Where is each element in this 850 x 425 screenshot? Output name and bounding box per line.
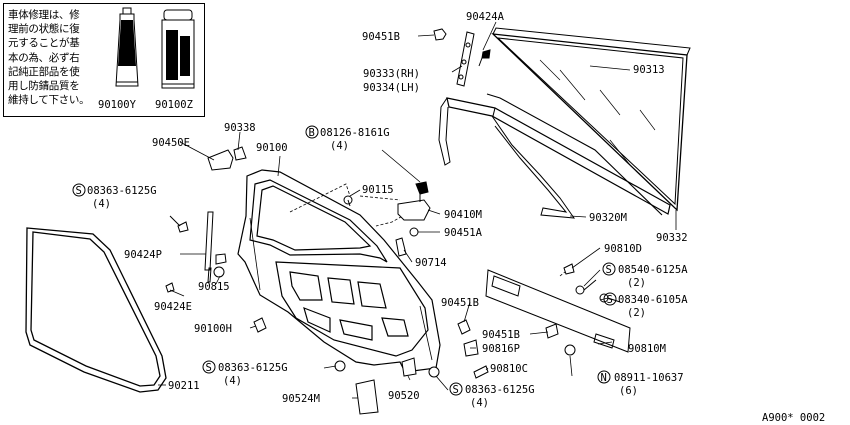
label-90451b-top: 90451B [362,31,400,43]
leader-lines [158,21,677,399]
label-08363-c-qty: (4) [470,397,489,409]
screw-lower-right [428,366,440,378]
prefix-s-3: S [607,294,613,306]
prefix-b: B [309,127,315,139]
label-90334: 90334(LH) [363,82,420,94]
label-08540: 08540-6125A [618,264,688,276]
product-code-90100Y: 90100Y [98,99,136,111]
part-90520 [401,357,417,377]
bolt-top [478,49,491,67]
label-90451a: 90451A [444,227,483,239]
clip-90338 [233,146,247,161]
prefix-s-2: S [606,264,612,276]
label-90100: 90100 [256,142,288,154]
label-90714: 90714 [415,257,447,269]
prefix-s-4: S [206,362,212,374]
label-90810m: 90810M [628,343,666,355]
prefix-s-5: S [453,384,459,396]
repair-note-text: 車体修理は、修理前の状態に復元することが基本の為、必ず右記純正部品を使用し防錆品… [8,8,118,107]
prefix-letters: B S S S S N S [76,127,613,396]
label-08363-b: 08363-6125G [218,362,288,374]
label-90320m: 90320M [589,212,627,224]
clip-90100H [253,317,267,333]
clip-90810D [563,263,575,275]
back-door-panel [237,169,441,373]
label-90333: 90333(RH) [363,68,420,80]
label-08363-a: 08363-6125G [87,185,157,197]
label-90451b-mid: 90451B [441,297,479,309]
product-code-90100Z: 90100Z [155,99,193,111]
note-line: 元することが基 [8,37,80,50]
clip-low [545,323,559,339]
note-line: 本の為、必ず右 [8,51,80,64]
nut-08911 [564,344,576,356]
rear-glass [491,27,691,212]
label-90810d: 90810D [604,243,642,255]
door-weatherstrip [25,227,167,393]
label-90211: 90211 [168,380,200,392]
screw-lower-left [334,360,346,372]
label-90338: 90338 [224,122,256,134]
note-line: 維持して下さい。 [8,94,90,107]
label-08340: 08340-6105A [618,294,688,306]
license-garnish [485,269,631,353]
label-90424e: 90424E [154,301,192,313]
label-90815: 90815 [198,281,230,293]
label-90410m: 90410M [444,209,482,221]
lock-assembly [397,181,431,237]
label-08363-c: 08363-6125G [465,384,535,396]
prefix-markers [72,125,617,396]
label-08540-qty: (2) [627,277,646,289]
label-90313: 90313 [633,64,665,76]
latch-90524M [355,379,379,415]
label-08340-qty: (2) [627,307,646,319]
label-90424a: 90424A [466,11,505,23]
label-08363-b-qty: (4) [223,375,242,387]
prefix-s-1: S [76,185,82,197]
sealant-tube-icon [115,7,139,87]
part-labels: 90451B 90424A 90313 90333(RH) 90334(LH) … [87,11,825,424]
clip-top [433,28,447,41]
clip-mid [457,319,471,335]
label-90520: 90520 [388,390,420,402]
label-ref-code: A900* 0002 [762,412,825,424]
screw-08540 [575,279,597,295]
gas-strut [204,211,227,283]
label-90115: 90115 [362,184,394,196]
note-line: 理前の状態に復 [8,23,80,36]
bumper-pad [395,237,407,257]
label-90451b-low: 90451B [482,329,520,341]
outer-handle [207,149,234,171]
label-90100h: 90100H [194,323,232,335]
clip-90810C [473,365,489,379]
label-08363-a-qty: (4) [92,198,111,210]
label-90810c: 90810C [490,363,528,375]
label-08911: 08911-10637 [614,372,684,384]
bolt-90115 [343,195,353,207]
label-08126: 08126-8161G [320,127,390,139]
label-90450e: 90450E [152,137,190,149]
label-90332: 90332 [656,232,688,244]
screw-left [169,215,189,233]
label-90524m: 90524M [282,393,320,405]
note-line: 記純正部品を使 [8,65,80,78]
label-08126-qty: (4) [330,140,349,152]
hinge-plate [456,31,475,87]
note-line: 用し防錆品質を [8,80,80,93]
glass-weatherstrip [438,93,671,219]
note-line: 車体修理は、修 [8,9,80,21]
label-90816p: 90816P [482,343,520,355]
stopper-90424E [165,282,175,293]
spray-can-icon [161,9,195,89]
label-90424p: 90424P [124,249,162,261]
label-08911-qty: (6) [619,385,638,397]
repair-note-box: 車体修理は、修理前の状態に復元することが基本の為、必ず右記純正部品を使用し防錆品… [3,3,205,117]
product-illustrations [115,7,195,89]
prefix-n: N [601,372,607,384]
